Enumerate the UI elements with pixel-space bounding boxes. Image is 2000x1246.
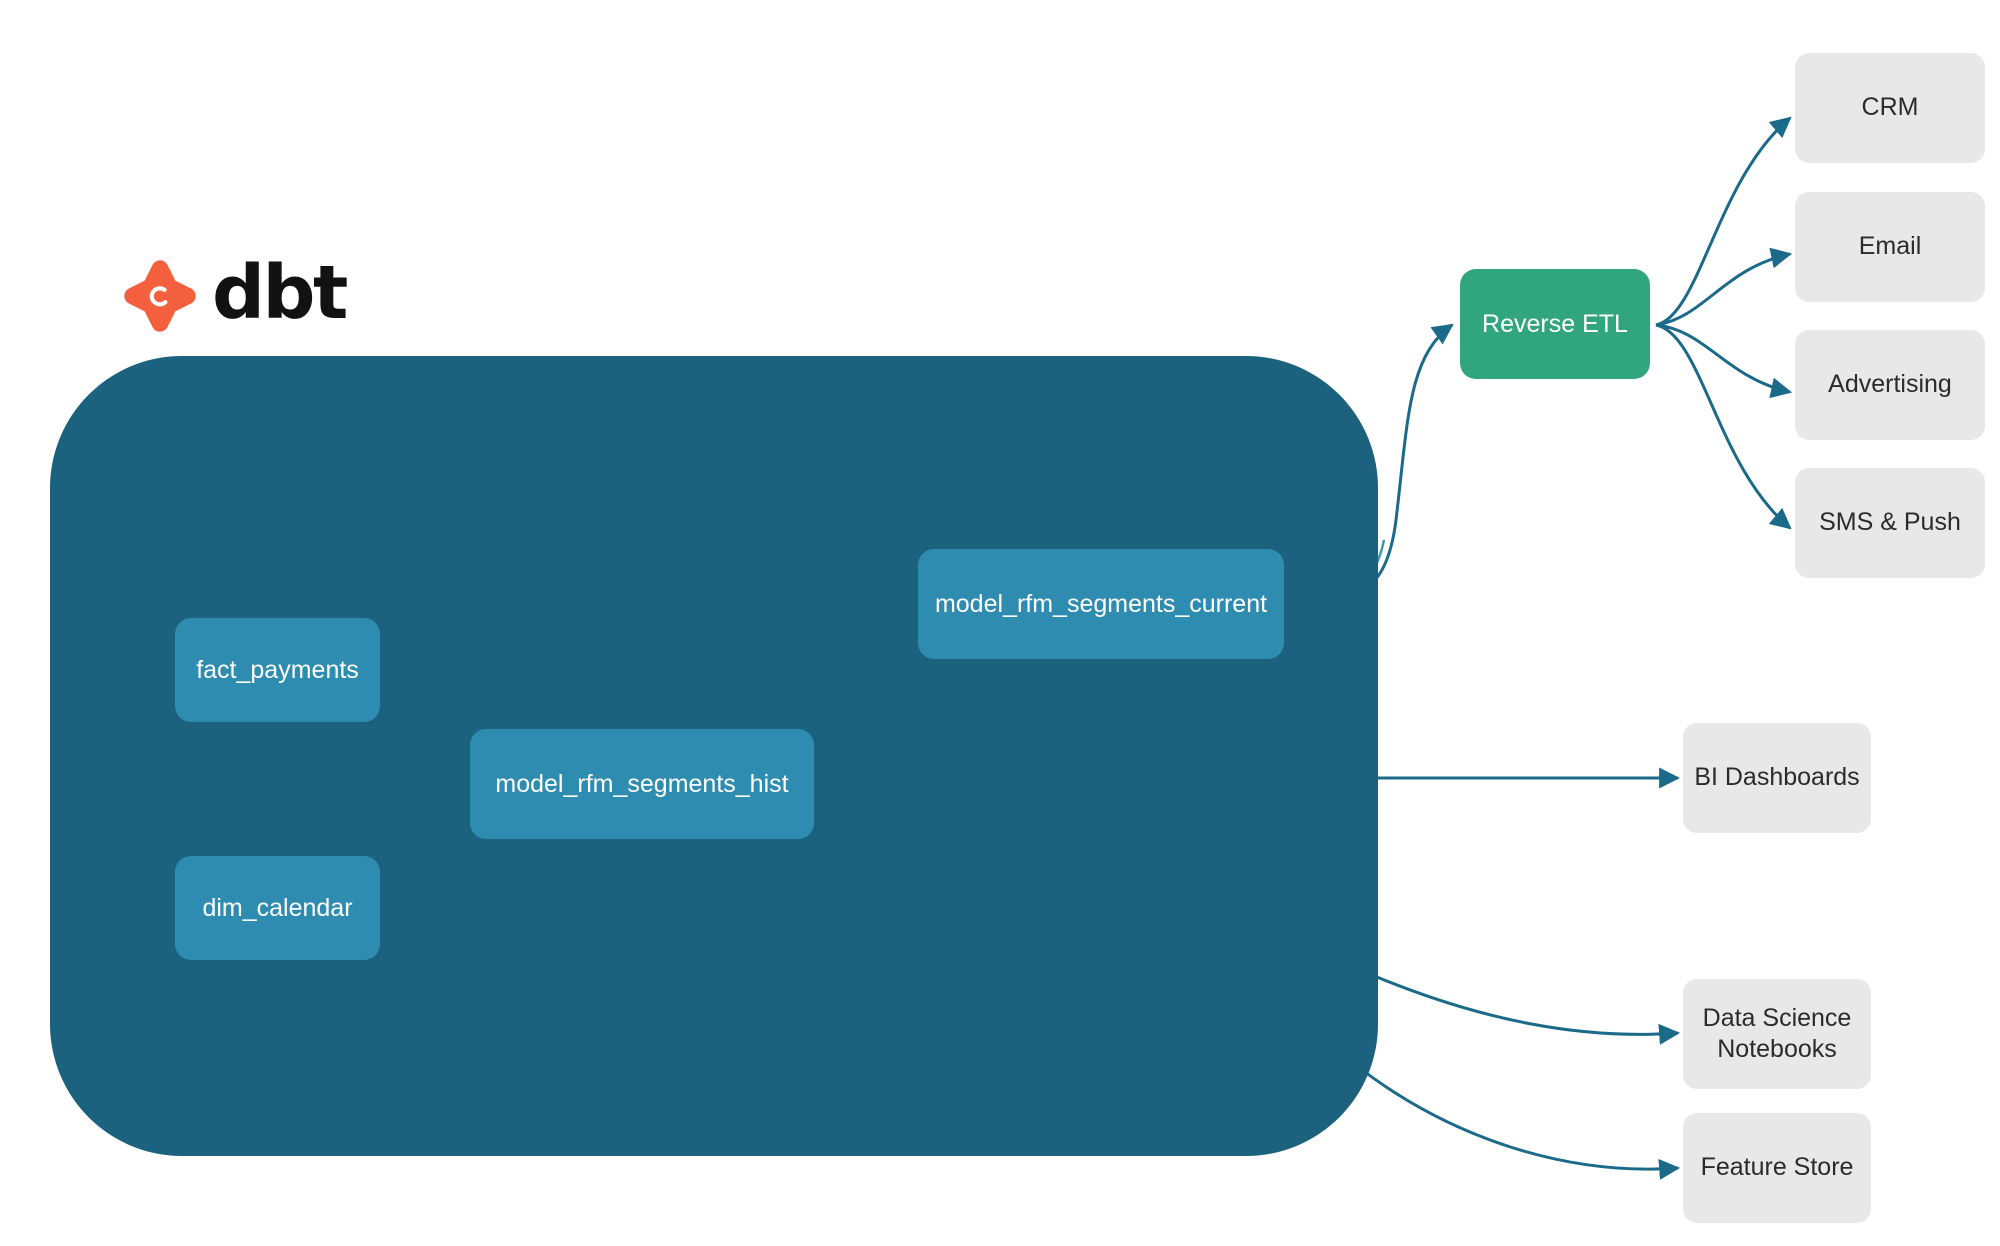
dbt-logo: dbt [122, 250, 348, 336]
node-crm[interactable]: CRM [1795, 53, 1985, 163]
node-label: Feature Store [1700, 1153, 1854, 1182]
node-bi-dashboards[interactable]: BI Dashboards [1683, 723, 1871, 833]
node-label: SMS & Push [1819, 508, 1961, 537]
dbt-logo-icon [124, 260, 196, 332]
node-label: fact_payments [196, 655, 359, 684]
edge-reverse-etl-to-advertising [1655, 323, 1793, 399]
node-label: BI Dashboards [1694, 763, 1860, 792]
node-advertising[interactable]: Advertising [1795, 330, 1985, 440]
node-dim-calendar[interactable]: dim_calendar [175, 856, 380, 960]
node-model-rfm-segments-hist[interactable]: model_rfm_segments_hist [470, 729, 814, 839]
node-label: CRM [1861, 93, 1919, 122]
edge-hist-to-notebooks [1371, 973, 1681, 1045]
node-email[interactable]: Email [1795, 192, 1985, 302]
node-reverse-etl[interactable]: Reverse ETL [1460, 269, 1650, 379]
node-label-line-2: Notebooks [1717, 1035, 1837, 1063]
node-label: model_rfm_segments_hist [495, 769, 789, 798]
edge-reverse-etl-to-sms-push [1655, 323, 1792, 530]
edge-reverse-etl-to-email [1655, 247, 1793, 327]
node-label: dim_calendar [202, 893, 353, 922]
node-label-line-1: Data Science [1702, 1003, 1852, 1032]
node-label: Email [1858, 232, 1922, 261]
node-label: model_rfm_segments_current [934, 589, 1268, 618]
node-label: Reverse ETL [1482, 309, 1628, 338]
dbt-wordmark: dbt [212, 250, 348, 336]
edge-reverse-etl-to-crm [1655, 116, 1792, 327]
node-data-science-notebooks[interactable]: Data Science Notebooks [1683, 979, 1871, 1089]
edge-hist-to-feature-store [1351, 1060, 1681, 1180]
node-fact-payments[interactable]: fact_payments [175, 618, 380, 722]
node-feature-store[interactable]: Feature Store [1683, 1113, 1871, 1223]
node-sms-push[interactable]: SMS & Push [1795, 468, 1985, 578]
node-model-rfm-segments-current[interactable]: model_rfm_segments_current [918, 549, 1284, 659]
node-label: Advertising [1828, 370, 1952, 399]
